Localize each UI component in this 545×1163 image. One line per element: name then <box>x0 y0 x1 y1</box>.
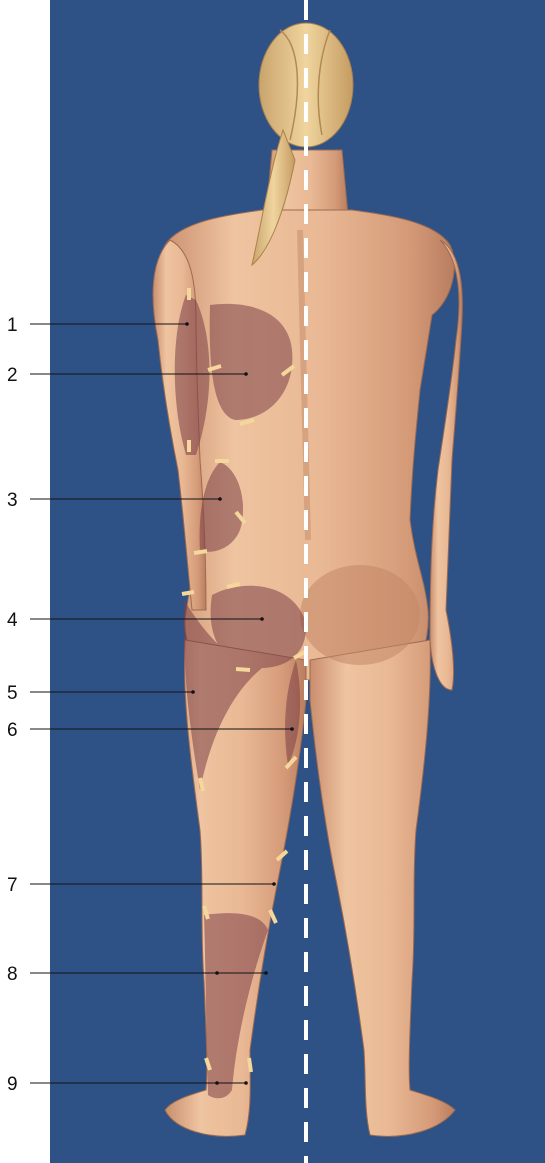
number-labels: 1 2 3 4 5 6 7 8 9 <box>7 315 18 1095</box>
label-9: 9 <box>7 1074 18 1095</box>
label-5: 5 <box>7 683 18 704</box>
label-7: 7 <box>7 875 18 896</box>
label-8: 8 <box>7 964 18 985</box>
label-6: 6 <box>7 720 18 741</box>
label-3: 3 <box>7 490 18 511</box>
label-2: 2 <box>7 365 18 386</box>
buttock-shadow <box>300 565 420 665</box>
label-1: 1 <box>7 315 18 336</box>
label-4: 4 <box>7 610 18 631</box>
